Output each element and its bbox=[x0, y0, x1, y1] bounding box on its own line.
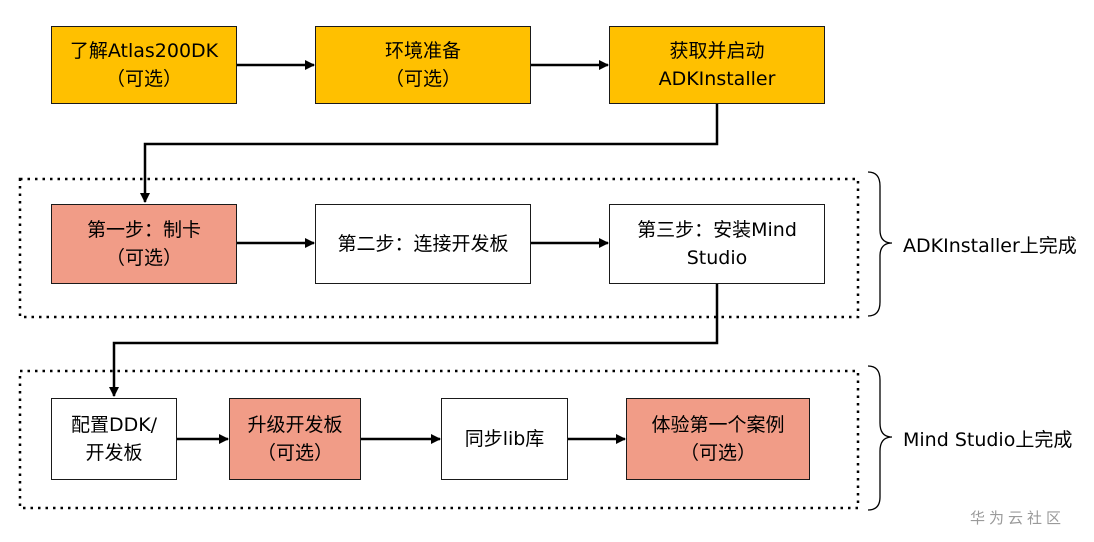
node-first-case: 体验第一个案例 （可选） bbox=[626, 398, 810, 480]
node-step2-connect: 第二步：连接开发板 bbox=[315, 204, 531, 284]
brace-mind-studio bbox=[867, 365, 893, 511]
node-env-label: 环境准备 （可选） bbox=[384, 40, 461, 90]
group-label-adkinstaller: ADKInstaller上完成 bbox=[903, 235, 1077, 257]
node-step1-card: 第一步：制卡 （可选） bbox=[51, 204, 237, 284]
group-frame-adkinstaller bbox=[18, 177, 860, 319]
node-env-prep: 环境准备 （可选） bbox=[315, 26, 531, 104]
node-sync-label: 同步lib库 bbox=[464, 428, 545, 450]
node-step2-label: 第二步：连接开发板 bbox=[337, 233, 509, 255]
node-intro-atlas200dk: 了解Atlas200DK （可选） bbox=[51, 26, 237, 104]
node-step1-label: 第一步：制卡 （可选） bbox=[86, 219, 201, 269]
node-intro-label: 了解Atlas200DK （可选） bbox=[69, 40, 219, 90]
node-step3-label: 第三步：安装Mind Studio bbox=[637, 219, 797, 269]
node-adk-label: 获取并启动 ADKInstaller bbox=[658, 40, 776, 90]
node-upgrade-label: 升级开发板 （可选） bbox=[247, 414, 343, 464]
node-upgrade-board: 升级开发板 （可选） bbox=[229, 398, 361, 480]
node-ddk-label: 配置DDK/ 开发板 bbox=[70, 414, 158, 464]
group-label-mind-studio: Mind Studio上完成 bbox=[903, 429, 1073, 451]
node-config-ddk: 配置DDK/ 开发板 bbox=[51, 398, 177, 480]
node-step3-install: 第三步：安装Mind Studio bbox=[609, 204, 825, 284]
node-case-label: 体验第一个案例 （可选） bbox=[651, 414, 785, 464]
arrow-adk-step1 bbox=[140, 104, 719, 203]
arrow-step3-ddk bbox=[109, 284, 719, 397]
node-sync-lib: 同步lib库 bbox=[441, 398, 568, 480]
watermark-text: 华为云社区 bbox=[970, 509, 1066, 527]
brace-adkinstaller bbox=[867, 171, 893, 317]
node-adkinstaller: 获取并启动 ADKInstaller bbox=[609, 26, 825, 104]
